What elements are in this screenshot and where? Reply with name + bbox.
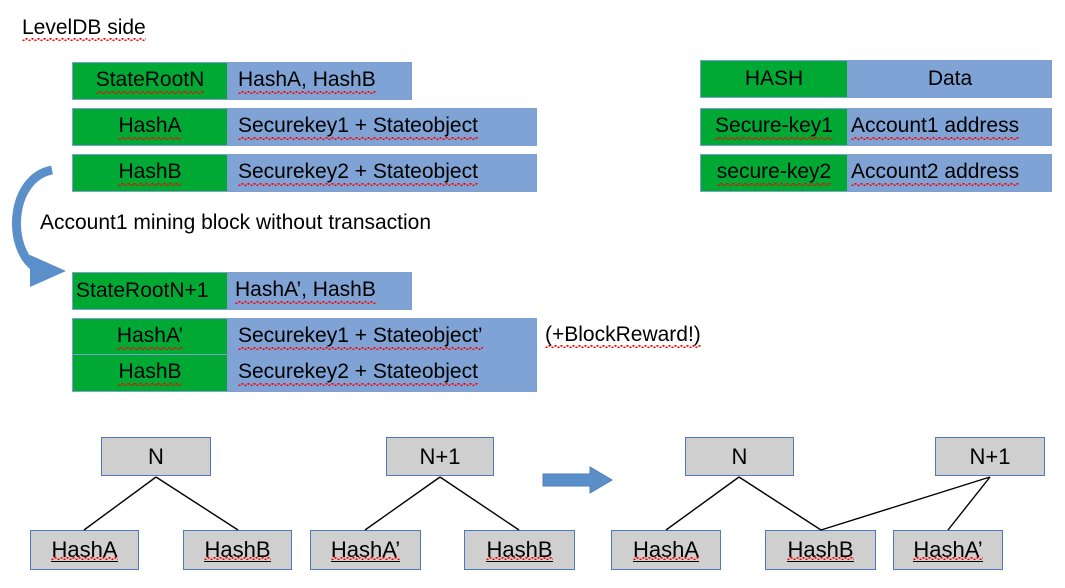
mining-caption-text: Account1 mining block without transactio… (40, 211, 432, 234)
trie-after-key-0: StateRootN+1 (72, 272, 228, 310)
cell-text: HASH (744, 67, 804, 90)
right-arrow-icon (542, 466, 613, 494)
cell-text: Securekey2 + Stateobject (238, 359, 478, 387)
tree-n-leaf-hashb: HashB (183, 530, 292, 570)
table-header-row: HASH Data (700, 60, 1052, 98)
table-row: StateRootN+1 HashA’, HashB (72, 272, 412, 310)
node-label: N+1 (419, 443, 461, 469)
tree-n-leaf-hasha: HashA (30, 530, 139, 570)
node-label: HashB (787, 536, 854, 562)
trie-after-key-2: HashB (72, 354, 228, 392)
cell-text: secure-key2 (716, 159, 832, 187)
cell-text: HashB (118, 159, 182, 187)
cell-text: Account1 address (851, 113, 1020, 141)
cell-text: HashB (118, 359, 182, 387)
table-row: HashA’ Securekey1 + Stateobject’ (72, 318, 537, 356)
block-reward-note: (+BlockReward!) (545, 323, 701, 346)
trie-before-value-0: HashA, HashB (228, 62, 412, 100)
page-title: LevelDB side (22, 16, 146, 39)
trie-after-value-1: Securekey1 + Stateobject’ (228, 318, 537, 356)
node-label: HashB (486, 536, 553, 562)
node-label: HashA (51, 536, 118, 562)
cell-text: Securekey1 + Stateobject (238, 113, 478, 141)
tree-n-edges (83, 476, 239, 531)
page-title-text: LevelDB side (22, 16, 146, 42)
mining-caption: Account1 mining block without transactio… (40, 212, 431, 233)
cell-text: HashA’ (116, 323, 184, 351)
table-row: secure-key2 Account2 address (700, 154, 1052, 192)
table-row: HashB Securekey2 + Stateobject (72, 154, 537, 192)
tree-merged-edges (665, 476, 991, 531)
tree-merged-leaf-hashb: HashB (765, 530, 876, 570)
tree-n1-leaf-hashb: HashB (464, 530, 575, 570)
table-row: Secure-key1 Account1 address (700, 108, 1052, 146)
trie-after-value-0: HashA’, HashB (228, 272, 412, 310)
cell-text: Account2 address (851, 159, 1020, 187)
node-label: N+1 (969, 443, 1011, 469)
secure-key-header-data: Data (848, 60, 1052, 98)
cell-text: HashA’, HashB (235, 277, 376, 305)
secure-key-row-0-value: Account1 address (848, 108, 1052, 146)
cell-text: Securekey1 + Stateobject’ (238, 323, 483, 351)
node-label: N (731, 443, 748, 469)
node-label: HashB (204, 536, 271, 562)
table-row: StateRootN HashA, HashB (72, 62, 412, 100)
trie-before-key-2: HashB (72, 154, 228, 192)
secure-key-row-1-key: secure-key2 (700, 154, 848, 192)
cell-text: HashA, HashB (238, 67, 376, 95)
secure-key-row-0-key: Secure-key1 (700, 108, 848, 146)
trie-before-key-0: StateRootN (72, 62, 228, 100)
trie-before-value-2: Securekey2 + Stateobject (228, 154, 537, 192)
secure-key-row-1-value: Account2 address (848, 154, 1052, 192)
table-row: HashA Securekey1 + Stateobject (72, 108, 537, 146)
node-label: HashA (632, 536, 700, 562)
node-label: HashA’ (913, 536, 983, 562)
cell-text: Data (927, 67, 973, 90)
tree-merged-leaf-hasha: HashA (611, 530, 721, 570)
cell-text: Secure-key1 (715, 113, 833, 141)
block-reward-note-text: (+BlockReward!) (545, 323, 701, 349)
tree-n1-edges (364, 476, 520, 531)
tree-n-root-node: N (101, 437, 211, 476)
cell-text: StateRootN+1 (76, 279, 209, 302)
node-label: HashA’ (330, 536, 401, 562)
cell-text: HashA (118, 113, 182, 141)
trie-after-key-1: HashA’ (72, 318, 228, 356)
trie-before-value-1: Securekey1 + Stateobject (228, 108, 537, 146)
cell-text: StateRootN (95, 67, 205, 95)
tree-merged-leaf-hasha-prime: HashA’ (893, 530, 1003, 570)
table-row: HashB Securekey2 + Stateobject (72, 354, 537, 392)
tree-n1-leaf-hasha-prime: HashA’ (310, 530, 421, 570)
tree-merged-root-n1: N+1 (935, 437, 1045, 476)
tree-merged-root-n: N (685, 437, 794, 476)
trie-before-key-1: HashA (72, 108, 228, 146)
tree-n1-root-node: N+1 (386, 437, 494, 476)
cell-text: Securekey2 + Stateobject (238, 159, 478, 187)
trie-after-value-2: Securekey2 + Stateobject (228, 354, 537, 392)
node-label: N (148, 443, 164, 469)
secure-key-header-hash: HASH (700, 60, 848, 98)
